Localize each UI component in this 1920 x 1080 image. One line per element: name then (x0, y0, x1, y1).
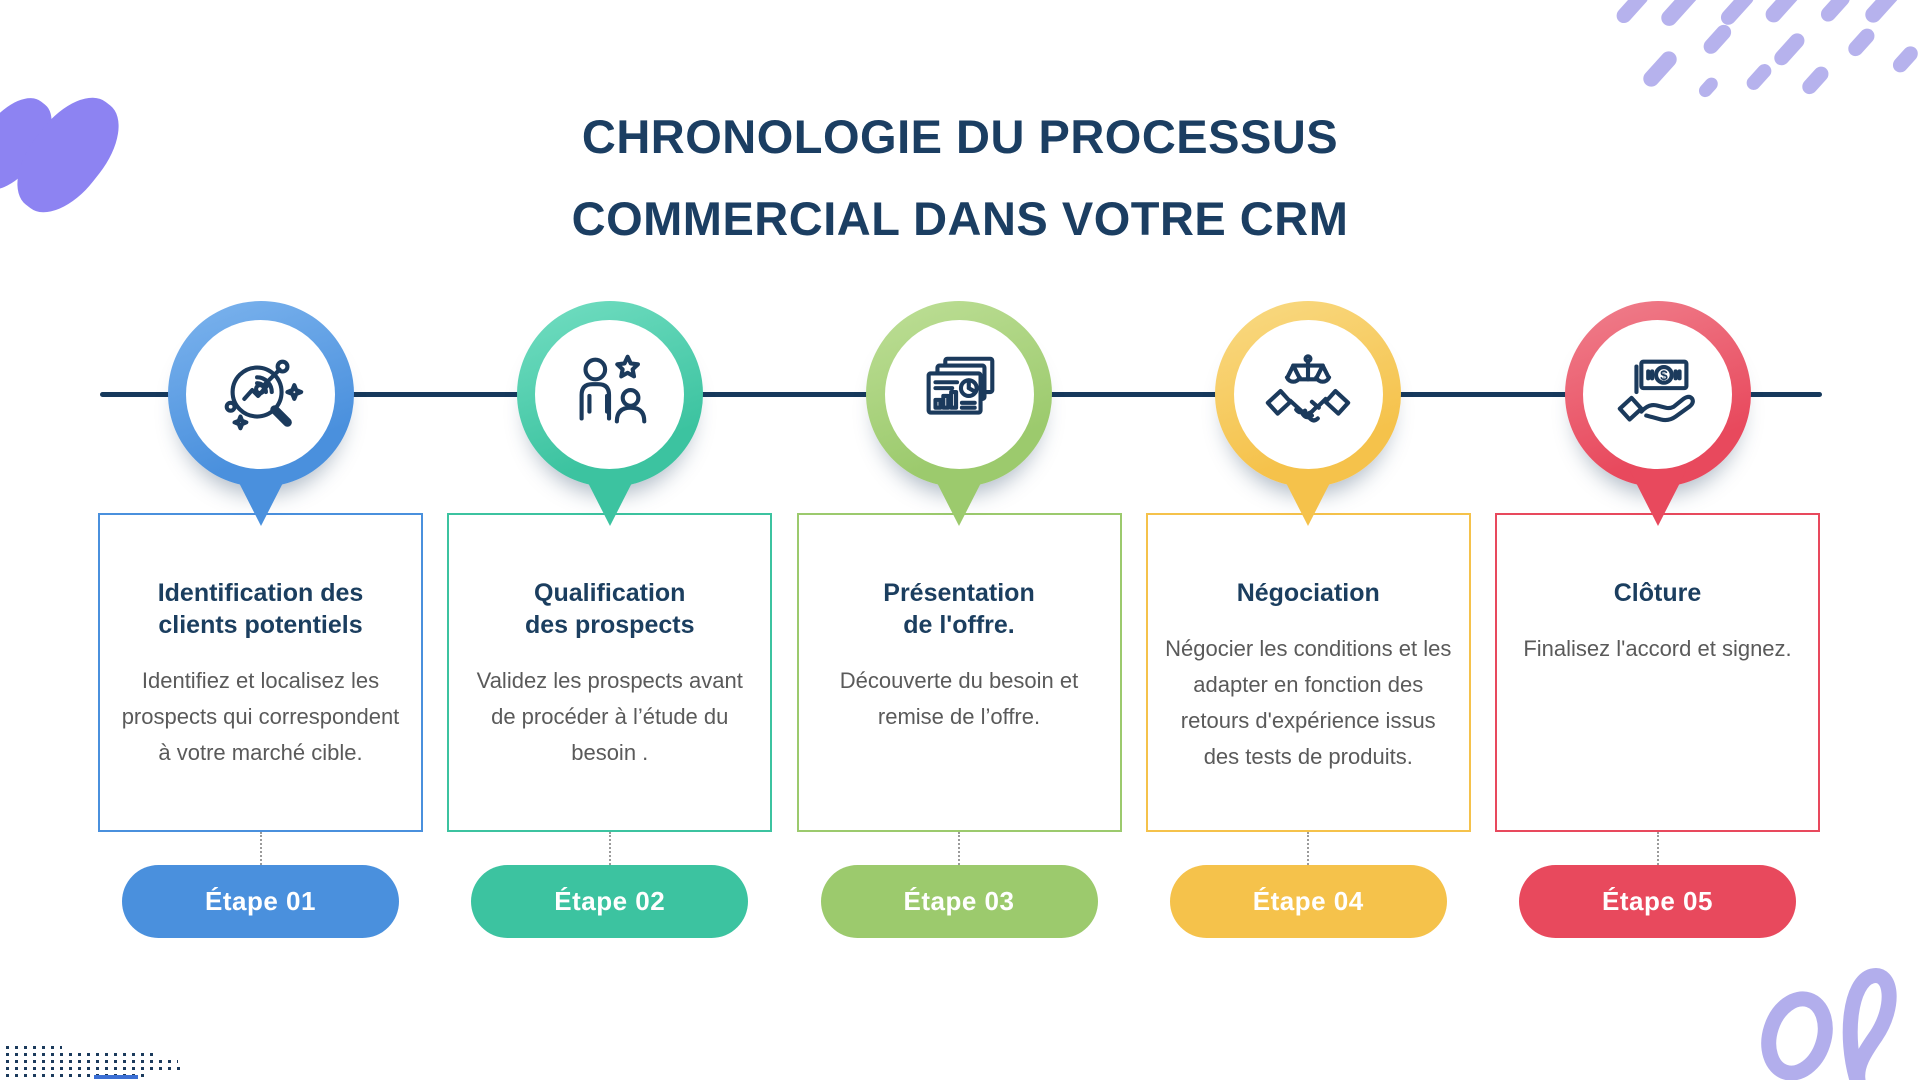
page-title-line2: COMMERCIAL DANS VOTRE CRM (571, 192, 1349, 245)
step-badge-label: Étape 03 (903, 886, 1015, 916)
step-card-description: Finalisez l'accord et signez. (1523, 636, 1792, 661)
step-badge-4: Étape 04 (1169, 865, 1447, 938)
negotiation-handshake-icon (1266, 354, 1351, 423)
step-badge-5: Étape 05 (1519, 865, 1796, 938)
step-column-5: $ Clôture Finalisez l'accord et signez. … (1495, 301, 1820, 938)
step-marker-inner (186, 319, 335, 469)
step-marker-3 (866, 301, 1052, 526)
step-card-description: Découverte du besoin et remise de l’offr… (839, 668, 1079, 729)
dotted-connector (1307, 832, 1310, 865)
step-card-title: Présentation de l'offre. (883, 579, 1035, 639)
step-marker-2 (516, 301, 703, 526)
step-card-5: Clôture Finalisez l'accord et signez. (1495, 513, 1820, 832)
step-marker-inner (884, 319, 1034, 469)
page-title-line1: CHRONOLOGIE DU PROCESSUS (581, 110, 1339, 163)
step-badge-label: Étape 01 (205, 886, 316, 916)
step-card-title: Identification des clients potentiels (157, 579, 364, 639)
step-card-description: Identifiez et localisez les prospects qu… (121, 668, 400, 765)
cash-in-hand-icon: $ (1617, 359, 1695, 423)
step-card-description: Négocier les conditions et les adapter e… (1165, 636, 1452, 769)
step-marker-inner (1233, 319, 1383, 469)
dotted-connector (259, 832, 262, 865)
step-card-title: Clôture (1613, 579, 1702, 607)
loop-scribble-decoration (1761, 968, 1897, 1080)
step-marker-4 (1215, 301, 1402, 526)
presentation-slides-icon (926, 356, 995, 415)
step-badge-label: Étape 02 (554, 886, 666, 916)
marker-pointer (1628, 469, 1687, 526)
step-column-2: Qualification des prospects Validez les … (447, 301, 773, 938)
step-marker-1 (167, 301, 354, 526)
marker-pointer (930, 469, 988, 526)
step-badge-label: Étape 04 (1252, 886, 1364, 916)
blue-line-decoration (94, 1075, 138, 1079)
step-badge-3: Étape 03 (820, 865, 1098, 938)
dotted-connector (958, 832, 960, 865)
step-card-4: Négociation Négocier les conditions et l… (1145, 513, 1471, 832)
steps-row: Identification des clients potentiels Id… (98, 301, 1820, 938)
step-badge-2: Étape 02 (471, 865, 749, 938)
step-column-1: Identification des clients potentiels Id… (98, 301, 423, 938)
step-card-description: Validez les prospects avant de procéder … (476, 668, 743, 765)
step-card-title: Qualification des prospects (524, 579, 695, 639)
dotted-connector (608, 832, 611, 865)
step-card-3: Présentation de l'offre. Découverte du b… (796, 513, 1122, 832)
market-research-icon (224, 359, 303, 431)
step-column-4: Négociation Négocier les conditions et l… (1145, 301, 1471, 938)
prospect-rating-icon (579, 354, 647, 424)
step-card-1: Identification des clients potentiels Id… (98, 513, 423, 832)
dotted-connector (1656, 832, 1659, 865)
step-card-title: Négociation (1236, 579, 1380, 607)
step-card-2: Qualification des prospects Validez les … (447, 513, 773, 832)
svg-text:$: $ (1660, 368, 1668, 383)
marker-pointer (1279, 469, 1338, 526)
step-badge-label: Étape 05 (1602, 886, 1713, 916)
step-badge-1: Étape 01 (122, 865, 399, 938)
page-title: CHRONOLOGIE DU PROCESSUS COMMERCIAL DANS… (0, 96, 1920, 260)
lilac-confetti-decoration (1616, 0, 1918, 98)
dot-grid-decoration (6, 1046, 182, 1080)
marker-pointer (231, 469, 290, 526)
step-marker-inner (535, 319, 685, 469)
marker-pointer (580, 469, 639, 526)
step-marker-inner: $ (1583, 319, 1732, 469)
step-marker-5: $ (1564, 301, 1751, 526)
step-column-3: Présentation de l'offre. Découverte du b… (796, 301, 1122, 938)
